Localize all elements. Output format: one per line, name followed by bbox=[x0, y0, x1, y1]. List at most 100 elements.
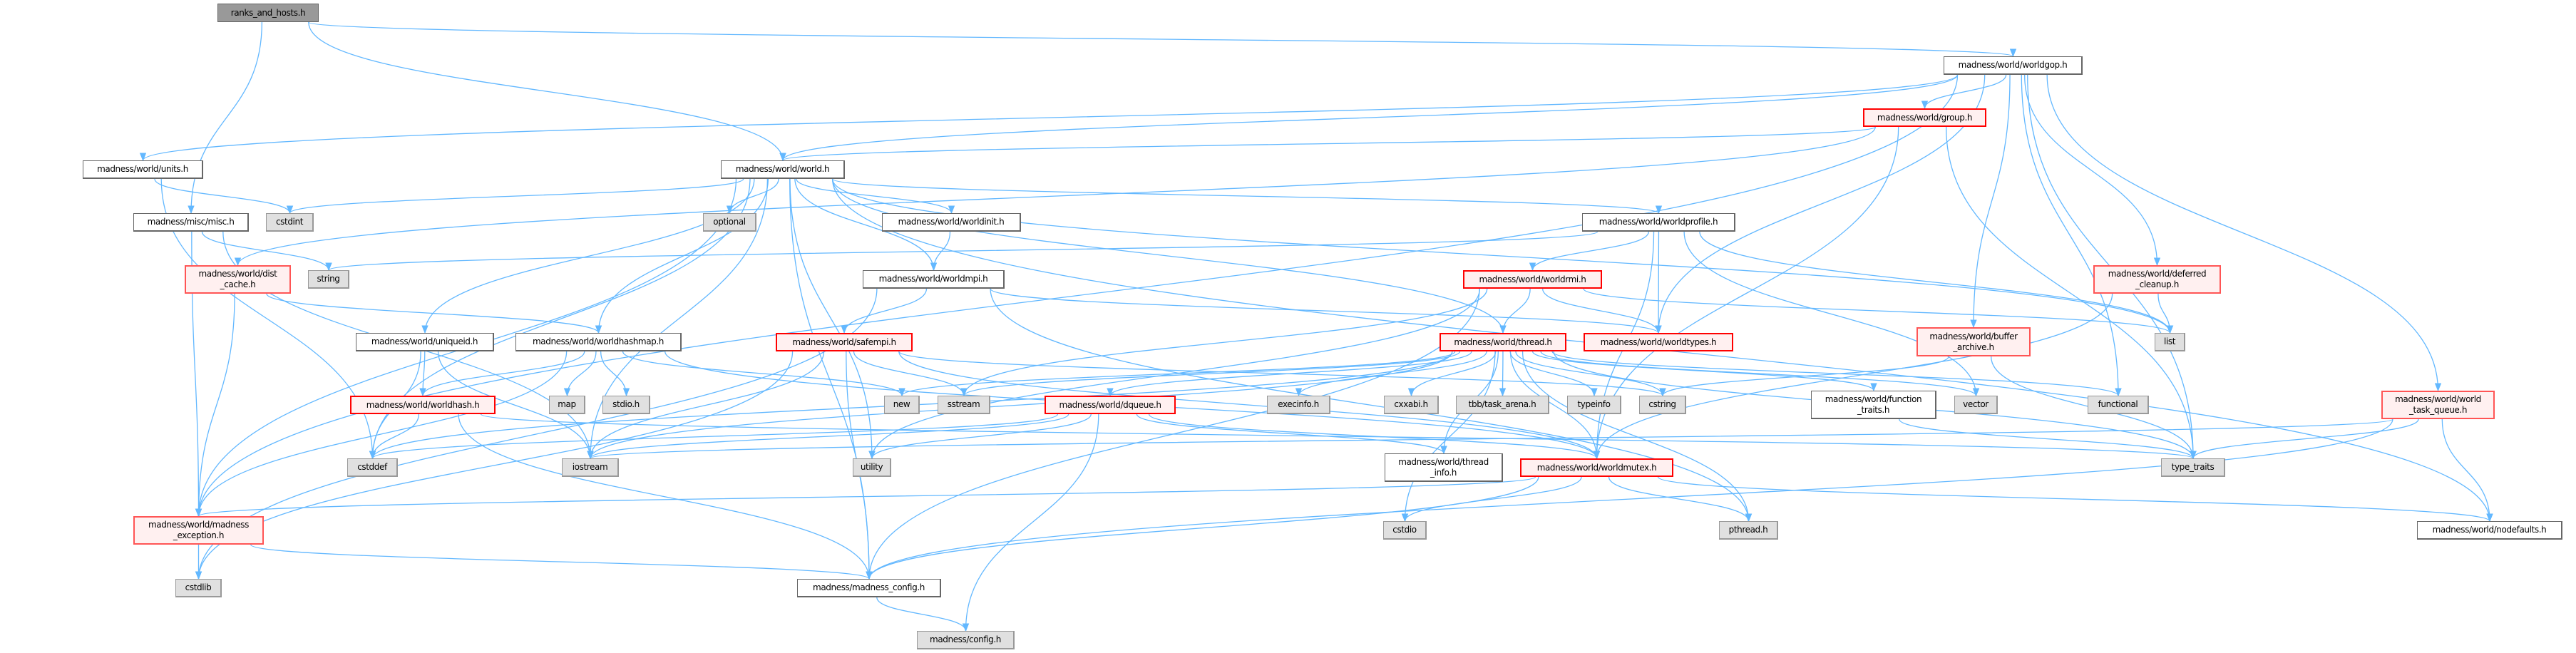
edge-world-to-worldinit bbox=[796, 178, 955, 215]
edge-group-to-distcache bbox=[235, 126, 1876, 267]
edge-safempi-to-sstream bbox=[853, 351, 968, 397]
edge-worldmpi-to-worldtypes bbox=[990, 288, 1662, 334]
edge-distcache-to-exception bbox=[195, 293, 235, 518]
edge-dqueue-to-utility bbox=[868, 413, 1092, 460]
edge-worldmutex-to-pthread bbox=[1608, 476, 1753, 523]
node-tbb: tbb/task_arena.h bbox=[1456, 396, 1549, 414]
node-distcache[interactable]: madness/world/dist _cache.h bbox=[185, 265, 291, 294]
edge-thread-to-cxxabi bbox=[1407, 351, 1497, 397]
edge-thread-to-functiontraits bbox=[1531, 351, 1877, 392]
node-thread[interactable]: madness/world/thread.h bbox=[1440, 333, 1566, 351]
edge-worldmpi-to-pthread bbox=[990, 288, 1753, 523]
node-cstdint: cstdint bbox=[266, 213, 314, 232]
edge-thread-to-sstream bbox=[960, 351, 1461, 397]
edge-worldgop-to-exception bbox=[195, 74, 1959, 518]
edge-distcache-to-worldhashmap bbox=[266, 293, 602, 334]
edge-worldrmi-to-sstream bbox=[960, 288, 1488, 397]
edge-worldgop-to-buffer bbox=[1970, 74, 2011, 329]
node-list: list bbox=[2155, 333, 2185, 351]
edge-deferred-to-list bbox=[2157, 293, 2174, 334]
edge-worldhashmap-to-map bbox=[563, 351, 597, 397]
edge-dqueue-to-config bbox=[962, 413, 1099, 632]
edge-thread-to-typeinfo bbox=[1509, 351, 1598, 397]
edge-worldhashmap-to-exception bbox=[195, 351, 568, 518]
node-optional: optional bbox=[703, 213, 756, 232]
node-cstddef: cstddef bbox=[347, 458, 398, 477]
edge-group-to-world bbox=[780, 126, 1876, 162]
edge-thread-to-cstring bbox=[1515, 351, 1666, 397]
edge-ranks-to-worldgop bbox=[308, 21, 2016, 58]
node-iostream: iostream bbox=[562, 458, 619, 477]
node-utility: utility bbox=[853, 458, 891, 477]
edge-ranks-to-world bbox=[308, 21, 786, 162]
node-nodefaults[interactable]: madness/world/nodefaults.h bbox=[2417, 521, 2562, 540]
edge-world-to-worldmpi bbox=[794, 178, 938, 272]
edge-thread-to-vector bbox=[1540, 351, 1979, 397]
edge-exception-to-mconfig bbox=[250, 544, 873, 580]
node-cstdio: cstdio bbox=[1383, 521, 1427, 540]
edge-deferred-to-worldmutex bbox=[1593, 293, 2113, 460]
edge-taskqueue-to-typetraits bbox=[2190, 418, 2419, 460]
node-cstring: cstring bbox=[1639, 396, 1686, 414]
node-worldprofile[interactable]: madness/world/worldprofile.h bbox=[1582, 213, 1735, 232]
edge-safempi-to-cstdlib bbox=[195, 351, 794, 580]
edge-misc-to-string bbox=[201, 231, 332, 272]
node-worldrmi[interactable]: madness/world/worldrmi.h bbox=[1463, 270, 1602, 289]
edge-worldhash-to-typetraits bbox=[480, 413, 2196, 460]
node-worldhashmap[interactable]: madness/world/worldhashmap.h bbox=[515, 333, 682, 351]
node-units[interactable]: madness/world/units.h bbox=[83, 160, 203, 179]
edge-thread-to-pthread bbox=[1522, 351, 1753, 523]
node-string: string bbox=[308, 270, 349, 289]
edge-uniqueid-to-worldhash bbox=[419, 351, 426, 397]
node-misc[interactable]: madness/misc/misc.h bbox=[133, 213, 249, 232]
edge-world-to-thread bbox=[831, 178, 1507, 334]
edge-thread-to-worldmutex bbox=[1509, 351, 1601, 460]
node-group[interactable]: madness/world/group.h bbox=[1863, 108, 1986, 127]
edge-buffer-to-cstring bbox=[1659, 356, 1949, 397]
edge-dqueue-to-threadinfo bbox=[1136, 413, 1447, 455]
node-worldtypes[interactable]: madness/world/worldtypes.h bbox=[1584, 333, 1733, 351]
edge-thread-to-dqueue bbox=[1107, 351, 1472, 397]
node-new: new bbox=[884, 396, 920, 414]
node-dqueue[interactable]: madness/world/dqueue.h bbox=[1045, 396, 1176, 414]
node-exception[interactable]: madness/world/madness _exception.h bbox=[133, 516, 264, 545]
edge-world-to-worldprofile bbox=[831, 178, 1662, 215]
node-buffer[interactable]: madness/world/buffer _archive.h bbox=[1916, 327, 2031, 356]
edge-thread-to-iostream bbox=[587, 351, 1453, 460]
edge-world-to-iostream bbox=[587, 178, 769, 460]
node-worldmpi[interactable]: madness/world/worldmpi.h bbox=[863, 270, 1005, 289]
edge-world-to-optional bbox=[726, 178, 779, 215]
edge-worldgop-to-taskqueue bbox=[2046, 74, 2442, 392]
node-pthread: pthread.h bbox=[1719, 521, 1778, 540]
node-deferred[interactable]: madness/world/deferred _cleanup.h bbox=[2093, 265, 2221, 294]
edge-units-to-cstdint bbox=[154, 178, 294, 215]
node-safempi[interactable]: madness/world/safempi.h bbox=[776, 333, 913, 351]
node-worldmutex[interactable]: madness/world/worldmutex.h bbox=[1520, 458, 1673, 477]
edge-worldmutex-to-nodefaults bbox=[1657, 476, 2493, 523]
node-map: map bbox=[549, 396, 585, 414]
edge-uniqueid-to-iostream bbox=[437, 351, 594, 460]
edge-worldgop-to-functional bbox=[2021, 74, 2122, 397]
edge-worldgop-to-world bbox=[779, 74, 1959, 162]
node-worldhash[interactable]: madness/world/worldhash.h bbox=[350, 396, 496, 414]
node-mconfig[interactable]: madness/madness_config.h bbox=[797, 579, 941, 597]
node-worldinit[interactable]: madness/world/worldinit.h bbox=[882, 213, 1021, 232]
edge-thread-to-new bbox=[898, 351, 1456, 397]
node-ranks[interactable]: ranks_and_hosts.h bbox=[217, 4, 319, 22]
edge-worldprofile-to-list bbox=[1699, 231, 2174, 334]
node-threadinfo[interactable]: madness/world/thread _info.h bbox=[1385, 453, 1503, 482]
edge-world-to-cstdint bbox=[287, 178, 744, 215]
node-execinfo: execinfo.h bbox=[1267, 396, 1330, 414]
node-worldgop[interactable]: madness/world/worldgop.h bbox=[1944, 56, 2083, 75]
node-typeinfo: typeinfo bbox=[1567, 396, 1621, 414]
edge-worldgop-to-deferred bbox=[2024, 74, 2161, 267]
node-world[interactable]: madness/world/world.h bbox=[721, 160, 845, 179]
node-functiontraits[interactable]: madness/world/function _traits.h bbox=[1811, 391, 1936, 419]
node-stdio: stdio.h bbox=[602, 396, 650, 414]
node-taskqueue[interactable]: madness/world/world _task_queue.h bbox=[2381, 391, 2495, 419]
node-uniqueid[interactable]: madness/world/uniqueid.h bbox=[356, 333, 494, 351]
edge-worldhashmap-to-worldhash bbox=[419, 351, 585, 397]
edge-worldhash-to-mconfig bbox=[458, 413, 873, 580]
edge-worldrmi-to-thread bbox=[1499, 288, 1531, 334]
